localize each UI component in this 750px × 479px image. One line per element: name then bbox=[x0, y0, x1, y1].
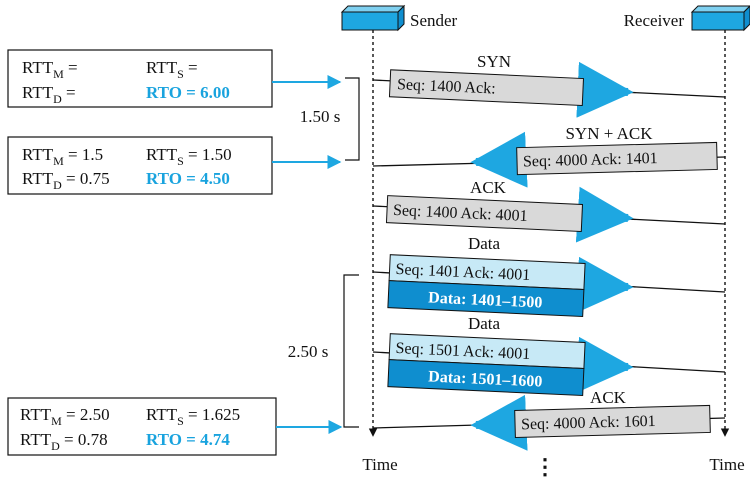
rtt-s-text: RTTS = bbox=[146, 58, 198, 81]
segment-label: ACK bbox=[590, 388, 627, 407]
segment-ack-2: Seq: 4000 Ack: 1601 ACK bbox=[372, 388, 726, 451]
interval-bracket-1 bbox=[345, 77, 360, 161]
continuation-dots: ⋮ bbox=[534, 454, 556, 479]
interval-label-1: 1.50 s bbox=[300, 107, 341, 126]
rtt-d-text: RTTD = 0.75 bbox=[22, 169, 110, 192]
receiver-time-label: Time bbox=[709, 455, 744, 474]
rtt-box-2: RTTM = 1.5 RTTS = 1.50 RTTD = 0.75 RTO =… bbox=[7, 136, 273, 195]
rtt-d-text: RTTD = 0.78 bbox=[20, 430, 108, 453]
rtt-m-text: RTTM = 2.50 bbox=[20, 405, 110, 428]
segment-label: SYN bbox=[477, 52, 511, 71]
segment-data-range: Data: 1501–1600 bbox=[428, 368, 543, 390]
receiver-host-icon bbox=[690, 5, 750, 32]
segment-header: Seq: 1401 Ack: 4001 bbox=[395, 261, 530, 284]
segment-header: Seq: 4000 Ack: 1601 bbox=[521, 413, 656, 434]
segment-label: SYN + ACK bbox=[565, 124, 653, 143]
rto-text: RTO = 6.00 bbox=[146, 83, 230, 102]
segment-data-2: Seq: 1501 Ack: 4001 Data: 1501–1600 Data bbox=[372, 314, 726, 396]
segment-header: Seq: 1400 Ack: 4001 bbox=[393, 202, 528, 225]
rto-text: RTO = 4.50 bbox=[146, 169, 230, 188]
rto-text: RTO = 4.74 bbox=[146, 430, 230, 449]
sender-time-label: Time bbox=[362, 455, 397, 474]
segment-header: Seq: 1400 Ack: bbox=[397, 76, 496, 97]
segment-ack-1: Seq: 1400 Ack: 4001 ACK bbox=[372, 178, 726, 243]
segment-syn-ack: Seq: 4000 Ack: 1401 SYN + ACK bbox=[372, 124, 726, 188]
rtt-d-text: RTTD = bbox=[22, 83, 76, 106]
segment-label: ACK bbox=[470, 178, 507, 197]
segment-label: Data bbox=[468, 234, 501, 253]
rtt-s-text: RTTS = 1.50 bbox=[146, 145, 232, 168]
receiver-label: Receiver bbox=[624, 11, 685, 30]
segment-header: Seq: 1501 Ack: 4001 bbox=[395, 340, 530, 363]
rtt-box-3: RTTM = 2.50 RTTS = 1.625 RTTD = 0.78 RTO… bbox=[7, 397, 277, 456]
segment-label: Data bbox=[468, 314, 501, 333]
segment-data-1: Seq: 1401 Ack: 4001 Data: 1401–1500 Data bbox=[372, 234, 726, 317]
rtt-m-text: RTTM = 1.5 bbox=[22, 145, 103, 168]
segment-syn: Seq: 1400 Ack: SYN bbox=[372, 52, 726, 118]
rtt-m-text: RTTM = bbox=[22, 58, 78, 81]
interval-label-2: 2.50 s bbox=[288, 342, 329, 361]
rtt-s-text: RTTS = 1.625 bbox=[146, 405, 240, 428]
sender-label: Sender bbox=[410, 11, 458, 30]
sender-host-icon bbox=[340, 4, 406, 32]
segment-header: Seq: 4000 Ack: 1401 bbox=[523, 150, 658, 171]
interval-bracket-2 bbox=[343, 274, 359, 428]
rtt-box-1: RTTM = RTTS = RTTD = RTO = 6.00 bbox=[7, 49, 273, 108]
segment-data-range: Data: 1401–1500 bbox=[428, 289, 543, 311]
